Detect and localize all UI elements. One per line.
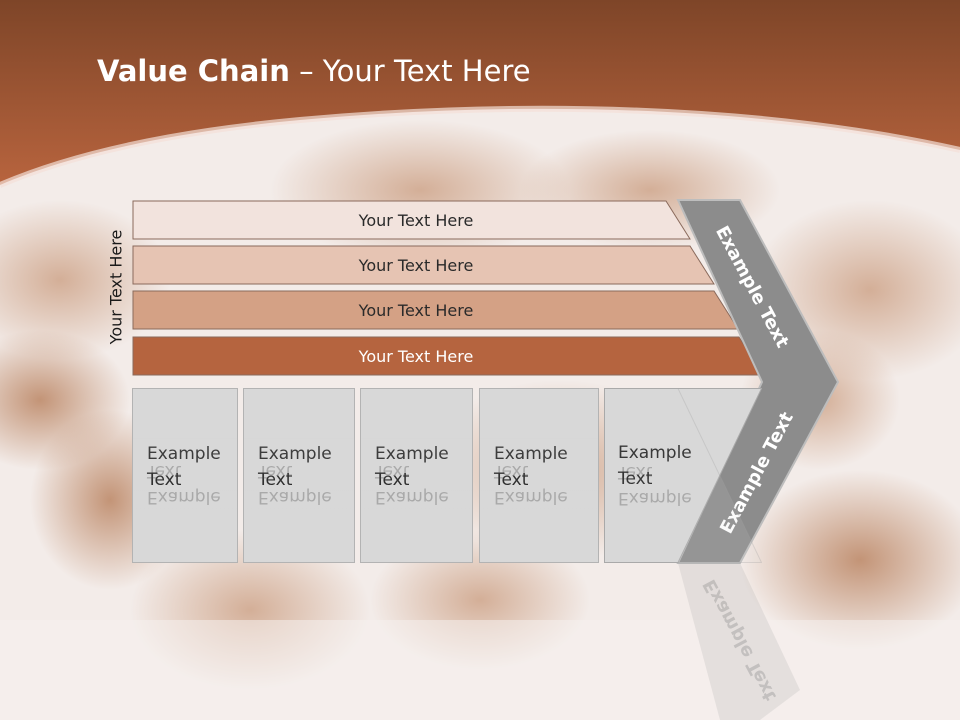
band-label: Your Text Here (358, 255, 474, 275)
box-text-line1: Example (375, 487, 449, 507)
box-text-line1: Example (618, 440, 692, 466)
band-1: Your Text Here (132, 200, 692, 240)
title-rest-text: – Your Text Here (289, 54, 531, 88)
band-label: Your Text Here (358, 300, 474, 320)
box-text-line1: Example (618, 488, 692, 508)
box-text-line1: Example (375, 444, 449, 464)
band-label: Your Text Here (358, 210, 474, 230)
band-label: Your Text Here (358, 346, 474, 366)
slide-title: Value Chain – Your Text Here (97, 54, 531, 88)
box-text-line2: Text (494, 461, 529, 481)
box-text-line1: Example (147, 487, 221, 507)
box-text-line2: Text (147, 461, 182, 481)
box-shape (604, 388, 762, 563)
title-bold-text: Value Chain (97, 54, 290, 88)
box-text-line2: Text (494, 470, 529, 490)
box-text-line1: Example (494, 444, 568, 464)
box-text-line2: Text (618, 466, 692, 492)
band-3: Your Text Here (132, 290, 740, 330)
box-text-line2: Text (375, 470, 410, 490)
box-text-line1: Example (258, 444, 332, 464)
band-2: Your Text Here (132, 245, 716, 285)
box-text-line1: Example (258, 487, 332, 507)
box-text-line2: Text (147, 470, 182, 490)
chevron-arrow (676, 199, 840, 564)
box-text-line2: Text (375, 461, 410, 481)
box-text-line1: Example (147, 444, 221, 464)
box-shape (604, 388, 762, 563)
box-text-line1: Example (494, 487, 568, 507)
box-text-line2: Text (258, 461, 293, 481)
band-shape (132, 200, 691, 240)
chevron-reflection (678, 563, 800, 720)
box-text-line2: Text (258, 470, 293, 490)
band-shape (132, 245, 715, 285)
box-text-line2: Text (618, 462, 653, 482)
